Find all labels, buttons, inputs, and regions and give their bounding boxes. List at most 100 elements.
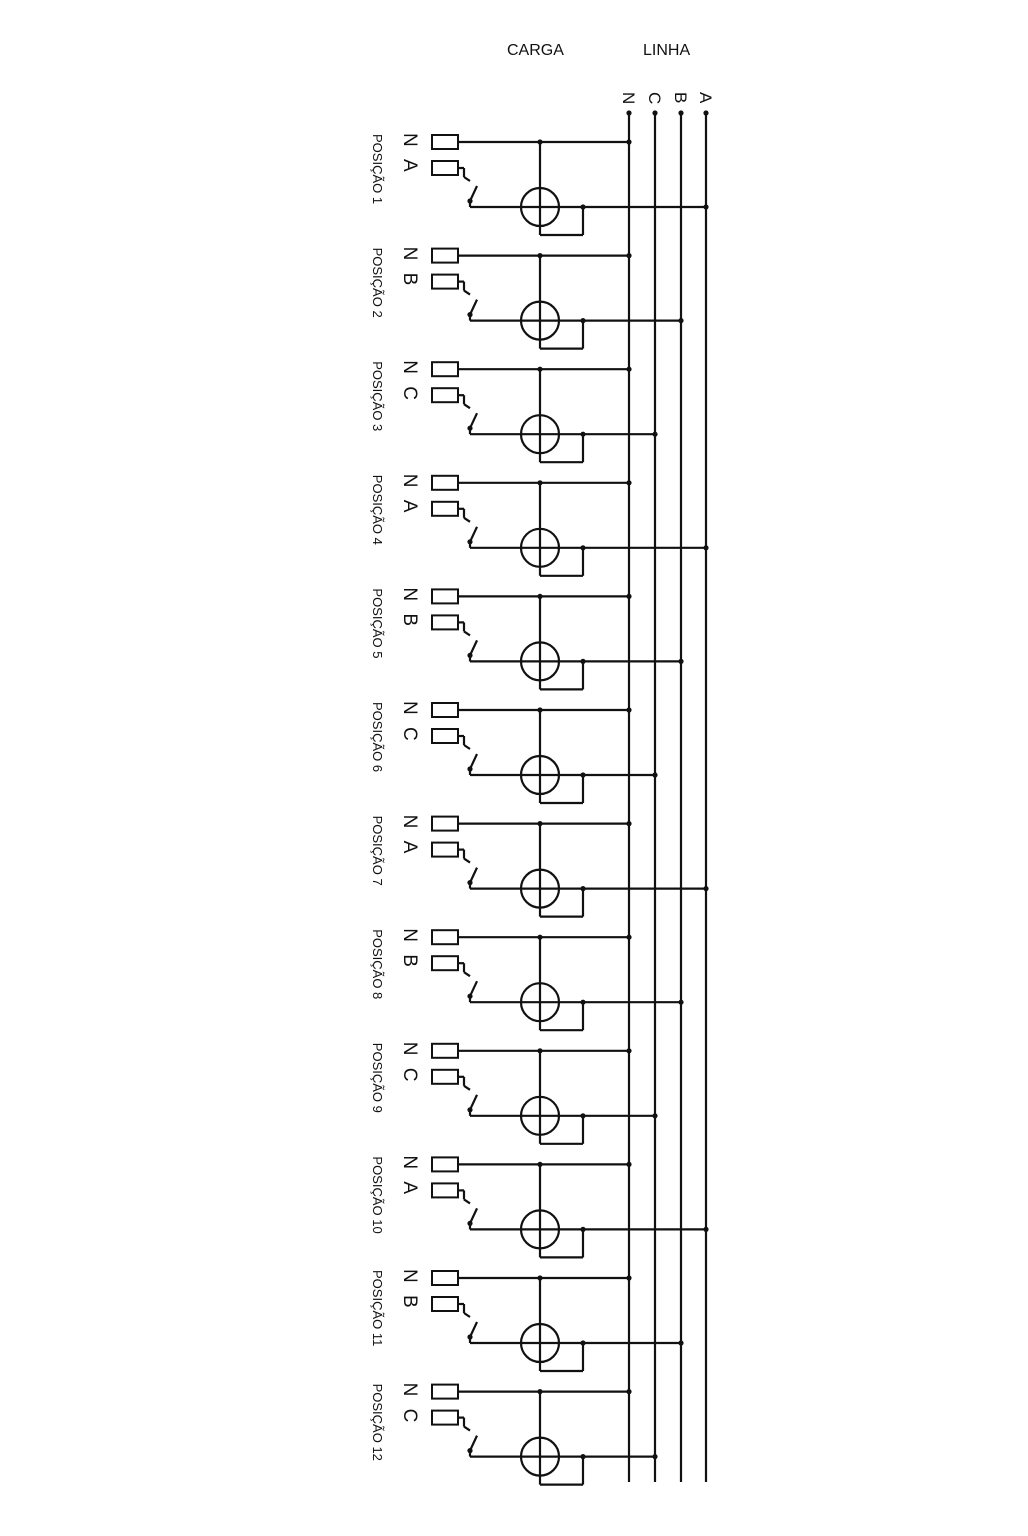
switch-stub-3 bbox=[463, 403, 471, 410]
current-transformer-6 bbox=[519, 754, 561, 796]
neutral-bus-junction-9 bbox=[626, 1048, 632, 1054]
phase-terminal-box-9 bbox=[431, 1068, 459, 1085]
phase-bus-junction-4 bbox=[703, 545, 709, 551]
switch-blade-10 bbox=[469, 1207, 478, 1224]
phase-terminal-box-1 bbox=[431, 160, 459, 176]
phase-bus-junction-2 bbox=[678, 318, 684, 324]
position-label-2: POSIÇÃO 2 bbox=[370, 248, 385, 318]
switch-blade-12 bbox=[469, 1435, 478, 1452]
phase-letter-7: A bbox=[399, 841, 420, 854]
phase-terminal-box-7 bbox=[431, 841, 459, 858]
header-carga: CARGA bbox=[507, 42, 564, 59]
neutral-terminal-box-1 bbox=[431, 134, 459, 150]
switch-blade-2 bbox=[469, 299, 478, 316]
neutral-terminal-box-9 bbox=[431, 1042, 459, 1059]
phase-terminal-box-10 bbox=[431, 1182, 459, 1199]
ct-junction-2 bbox=[580, 318, 586, 324]
switch-blade-4 bbox=[469, 526, 478, 543]
phase-terminal-box-12 bbox=[431, 1409, 459, 1426]
phase-letter-12: C bbox=[399, 1409, 420, 1423]
phase-terminal-box-8 bbox=[431, 955, 459, 972]
bus-terminal-c bbox=[652, 110, 658, 116]
switch-stub-11 bbox=[463, 1312, 471, 1318]
phase-letter-2: B bbox=[399, 273, 420, 286]
neutral-terminal-box-4 bbox=[431, 474, 459, 491]
current-transformer-9 bbox=[519, 1095, 561, 1136]
neutral-bus-junction-10 bbox=[626, 1161, 632, 1167]
phase-letter-9: C bbox=[399, 1068, 420, 1082]
phase-letter-10: A bbox=[399, 1181, 420, 1194]
neutral-terminal-box-10 bbox=[431, 1156, 459, 1173]
current-transformer-4 bbox=[519, 527, 561, 568]
current-transformer-5 bbox=[519, 641, 561, 682]
phase-letter-5: B bbox=[399, 613, 420, 626]
position-label-5: POSIÇÃO 5 bbox=[370, 588, 385, 658]
ct-junction-4 bbox=[580, 545, 586, 551]
phase-bus-junction-8 bbox=[678, 999, 684, 1005]
neutral-letter-9: N bbox=[399, 1042, 420, 1056]
switch-blade-7 bbox=[469, 867, 478, 884]
neutral-letter-2: N bbox=[399, 247, 420, 261]
neutral-terminal-box-12 bbox=[431, 1383, 459, 1400]
phase-bus-junction-7 bbox=[703, 886, 709, 892]
phase-letter-8: B bbox=[399, 954, 420, 967]
position-label-7: POSIÇÃO 7 bbox=[370, 816, 385, 886]
phase-terminal-box-2 bbox=[431, 273, 459, 290]
switch-stub-1 bbox=[463, 176, 471, 182]
phase-terminal-box-3 bbox=[431, 387, 459, 404]
neutral-terminal-box-2 bbox=[431, 247, 459, 264]
ct-junction-1 bbox=[580, 204, 586, 210]
ct-junction-10 bbox=[580, 1226, 586, 1232]
neutral-bus-junction-1 bbox=[626, 139, 632, 145]
current-transformer-10 bbox=[519, 1209, 561, 1250]
phase-letter-3: C bbox=[399, 386, 420, 400]
switch-stub-2 bbox=[463, 289, 471, 296]
phase-bus-junction-5 bbox=[678, 658, 684, 665]
neutral-bus-junction-3 bbox=[626, 366, 632, 372]
ct-junction-7 bbox=[580, 886, 586, 892]
switch-stub-7 bbox=[463, 857, 471, 864]
neutral-bus-junction-2 bbox=[626, 253, 632, 259]
ct-junction-12 bbox=[580, 1454, 586, 1460]
neutral-letter-6: N bbox=[399, 701, 420, 715]
bus-terminal-a bbox=[703, 110, 709, 116]
phase-letter-1: A bbox=[399, 159, 420, 172]
neutral-letter-1: N bbox=[399, 133, 420, 147]
ct-junction-8 bbox=[580, 999, 586, 1005]
bus-label-b: B bbox=[671, 92, 690, 103]
switch-blade-1 bbox=[469, 185, 478, 202]
neutral-bus-junction-7 bbox=[626, 821, 632, 827]
phase-bus-junction-3 bbox=[652, 431, 658, 437]
bus-label-a: A bbox=[696, 92, 715, 104]
switch-stub-10 bbox=[463, 1198, 471, 1205]
phase-bus-junction-1 bbox=[703, 204, 709, 210]
phase-letter-6: C bbox=[399, 727, 420, 741]
bus-terminal-n bbox=[626, 110, 632, 116]
neutral-bus-junction-8 bbox=[626, 934, 632, 940]
neutral-terminal-box-7 bbox=[431, 815, 459, 832]
neutral-letter-3: N bbox=[399, 360, 420, 374]
neutral-letter-5: N bbox=[399, 587, 420, 601]
bus-terminal-b bbox=[678, 110, 684, 116]
position-label-12: POSIÇÃO 12 bbox=[370, 1384, 385, 1461]
current-transformer-8 bbox=[519, 982, 561, 1023]
neutral-bus-junction-12 bbox=[626, 1389, 632, 1395]
switch-blade-8 bbox=[469, 980, 478, 997]
neutral-bus-junction-11 bbox=[626, 1275, 632, 1281]
neutral-letter-12: N bbox=[399, 1383, 420, 1397]
phase-terminal-box-4 bbox=[431, 500, 459, 517]
phase-bus-junction-10 bbox=[703, 1226, 709, 1232]
phase-terminal-box-6 bbox=[431, 728, 459, 744]
position-label-1: POSIÇÃO 1 bbox=[370, 134, 385, 204]
phase-letter-11: B bbox=[399, 1295, 420, 1308]
current-transformer-7 bbox=[519, 868, 561, 909]
ct-junction-9 bbox=[580, 1113, 586, 1119]
ct-junction-5 bbox=[580, 658, 586, 665]
phase-terminal-box-5 bbox=[431, 614, 459, 631]
neutral-letter-8: N bbox=[399, 928, 420, 942]
phase-bus-junction-11 bbox=[678, 1340, 684, 1346]
switch-blade-6 bbox=[469, 753, 478, 770]
position-label-9: POSIÇÃO 9 bbox=[370, 1043, 385, 1113]
current-transformer-2 bbox=[519, 300, 561, 341]
